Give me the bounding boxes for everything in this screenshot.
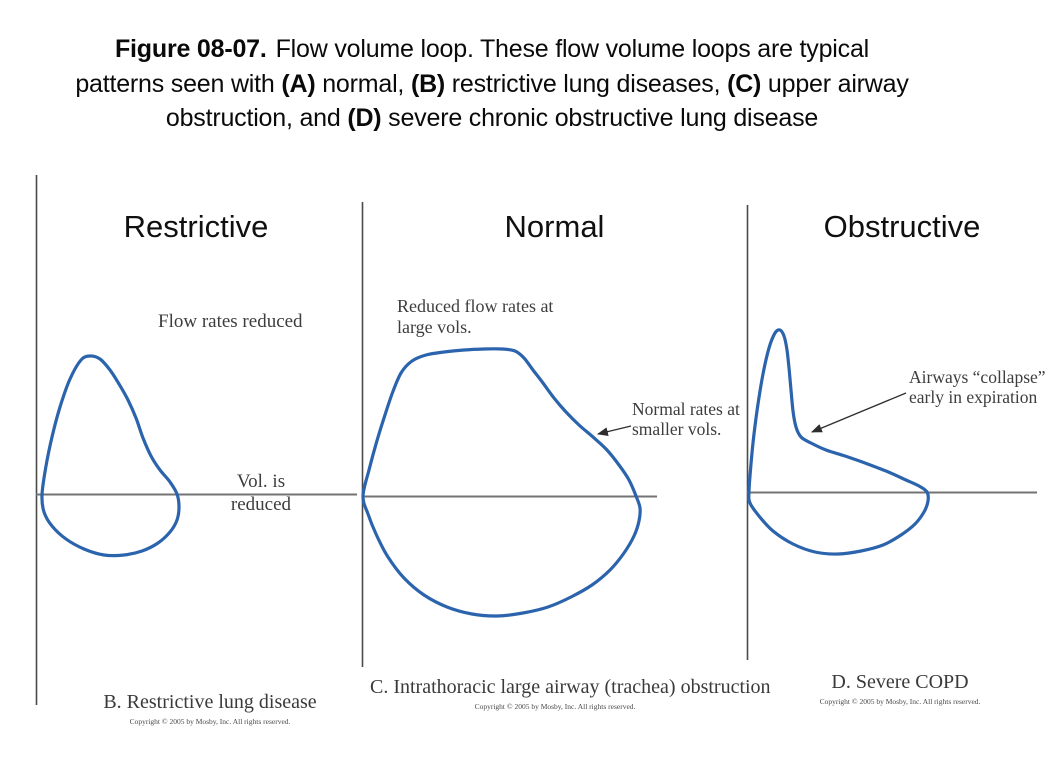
caption-severe-copd-copyright: Copyright © 2005 by Mosby, Inc. All righ… <box>819 697 981 706</box>
label-b: (B) <box>410 69 446 98</box>
annotation-reduced-flow-line1: Reduced flow rates at <box>397 296 554 316</box>
obstructive-annotation-arrow <box>810 392 907 433</box>
figure-title-line2: patterns seen with (A) normal, (B) restr… <box>0 67 984 102</box>
title-text: patterns seen with <box>75 69 282 98</box>
figure-title-text: Flow volume loop. These flow volume loop… <box>275 35 870 63</box>
figure-title-line1: Figure 08-07. Flow volume loop. These flo… <box>0 32 984 67</box>
restrictive-flow-volume-loop <box>40 354 181 558</box>
caption-restrictive: B. Restrictive lung disease Copyright © … <box>55 691 365 726</box>
normal-annotation-arrow <box>596 425 632 436</box>
annotation-normal-rates-line1: Normal rates at <box>632 399 740 419</box>
annotation-volume-reduced-line1: Vol. is <box>236 471 286 492</box>
panel-header-normal: Normal <box>504 209 605 244</box>
label-d: (D) <box>347 104 382 132</box>
panel-header-restrictive: Restrictive <box>123 209 269 244</box>
annotation-flow-rates-reduced: Flow rates reduced <box>158 311 303 332</box>
figure-title: Figure 08-07. Flow volume loop. These flo… <box>0 32 984 136</box>
caption-intrathoracic: C. Intrathoracic large airway (trachea) … <box>370 676 771 711</box>
annotation-airways-line1: Airways “collapse” <box>909 367 1046 387</box>
obstructive-flow-volume-loop <box>747 328 930 556</box>
title-text: severe chronic obstructive lung disease <box>381 104 819 132</box>
caption-severe-copd: D. Severe COPD Copyright © 2005 by Mosby… <box>750 671 1050 706</box>
title-text: obstruction, and <box>165 104 348 132</box>
annotation-reduced-flow-large-vols: Reduced flow rates at large vols. <box>397 296 553 338</box>
title-text: normal, <box>315 69 411 98</box>
annotation-volume-reduced-line2: reduced <box>230 494 292 515</box>
title-text: restrictive lung diseases, <box>445 69 728 98</box>
figure-number: Figure 08-07. <box>114 35 267 63</box>
figure-title-line3: obstruction, and (D) severe chronic obst… <box>0 101 984 136</box>
caption-intrathoracic-copyright: Copyright © 2005 by Mosby, Inc. All righ… <box>474 702 636 711</box>
label-c: (C) <box>727 69 762 98</box>
caption-restrictive-copyright: Copyright © 2005 by Mosby, Inc. All righ… <box>129 717 291 726</box>
caption-intrathoracic-text: C. Intrathoracic large airway (trachea) … <box>370 676 771 698</box>
annotation-normal-rates-smaller-vols: Normal rates at smaller vols. <box>632 399 740 439</box>
annotation-normal-rates-line2: smaller vols. <box>632 419 722 439</box>
annotation-volume-reduced: Vol. is reduced <box>211 470 311 516</box>
caption-severe-copd-text: D. Severe COPD <box>831 671 969 693</box>
panel-header-obstructive: Obstructive <box>823 209 981 244</box>
normal-flow-volume-loop <box>361 347 642 618</box>
annotation-airways-line2: early in expiration <box>909 387 1038 407</box>
caption-restrictive-text: B. Restrictive lung disease <box>103 691 317 713</box>
title-text: upper airway <box>761 69 909 98</box>
label-a: (A) <box>281 69 316 98</box>
annotation-reduced-flow-line2: large vols. <box>397 317 472 337</box>
annotation-airways-collapse: Airways “collapse” early in expiration <box>909 367 1046 407</box>
